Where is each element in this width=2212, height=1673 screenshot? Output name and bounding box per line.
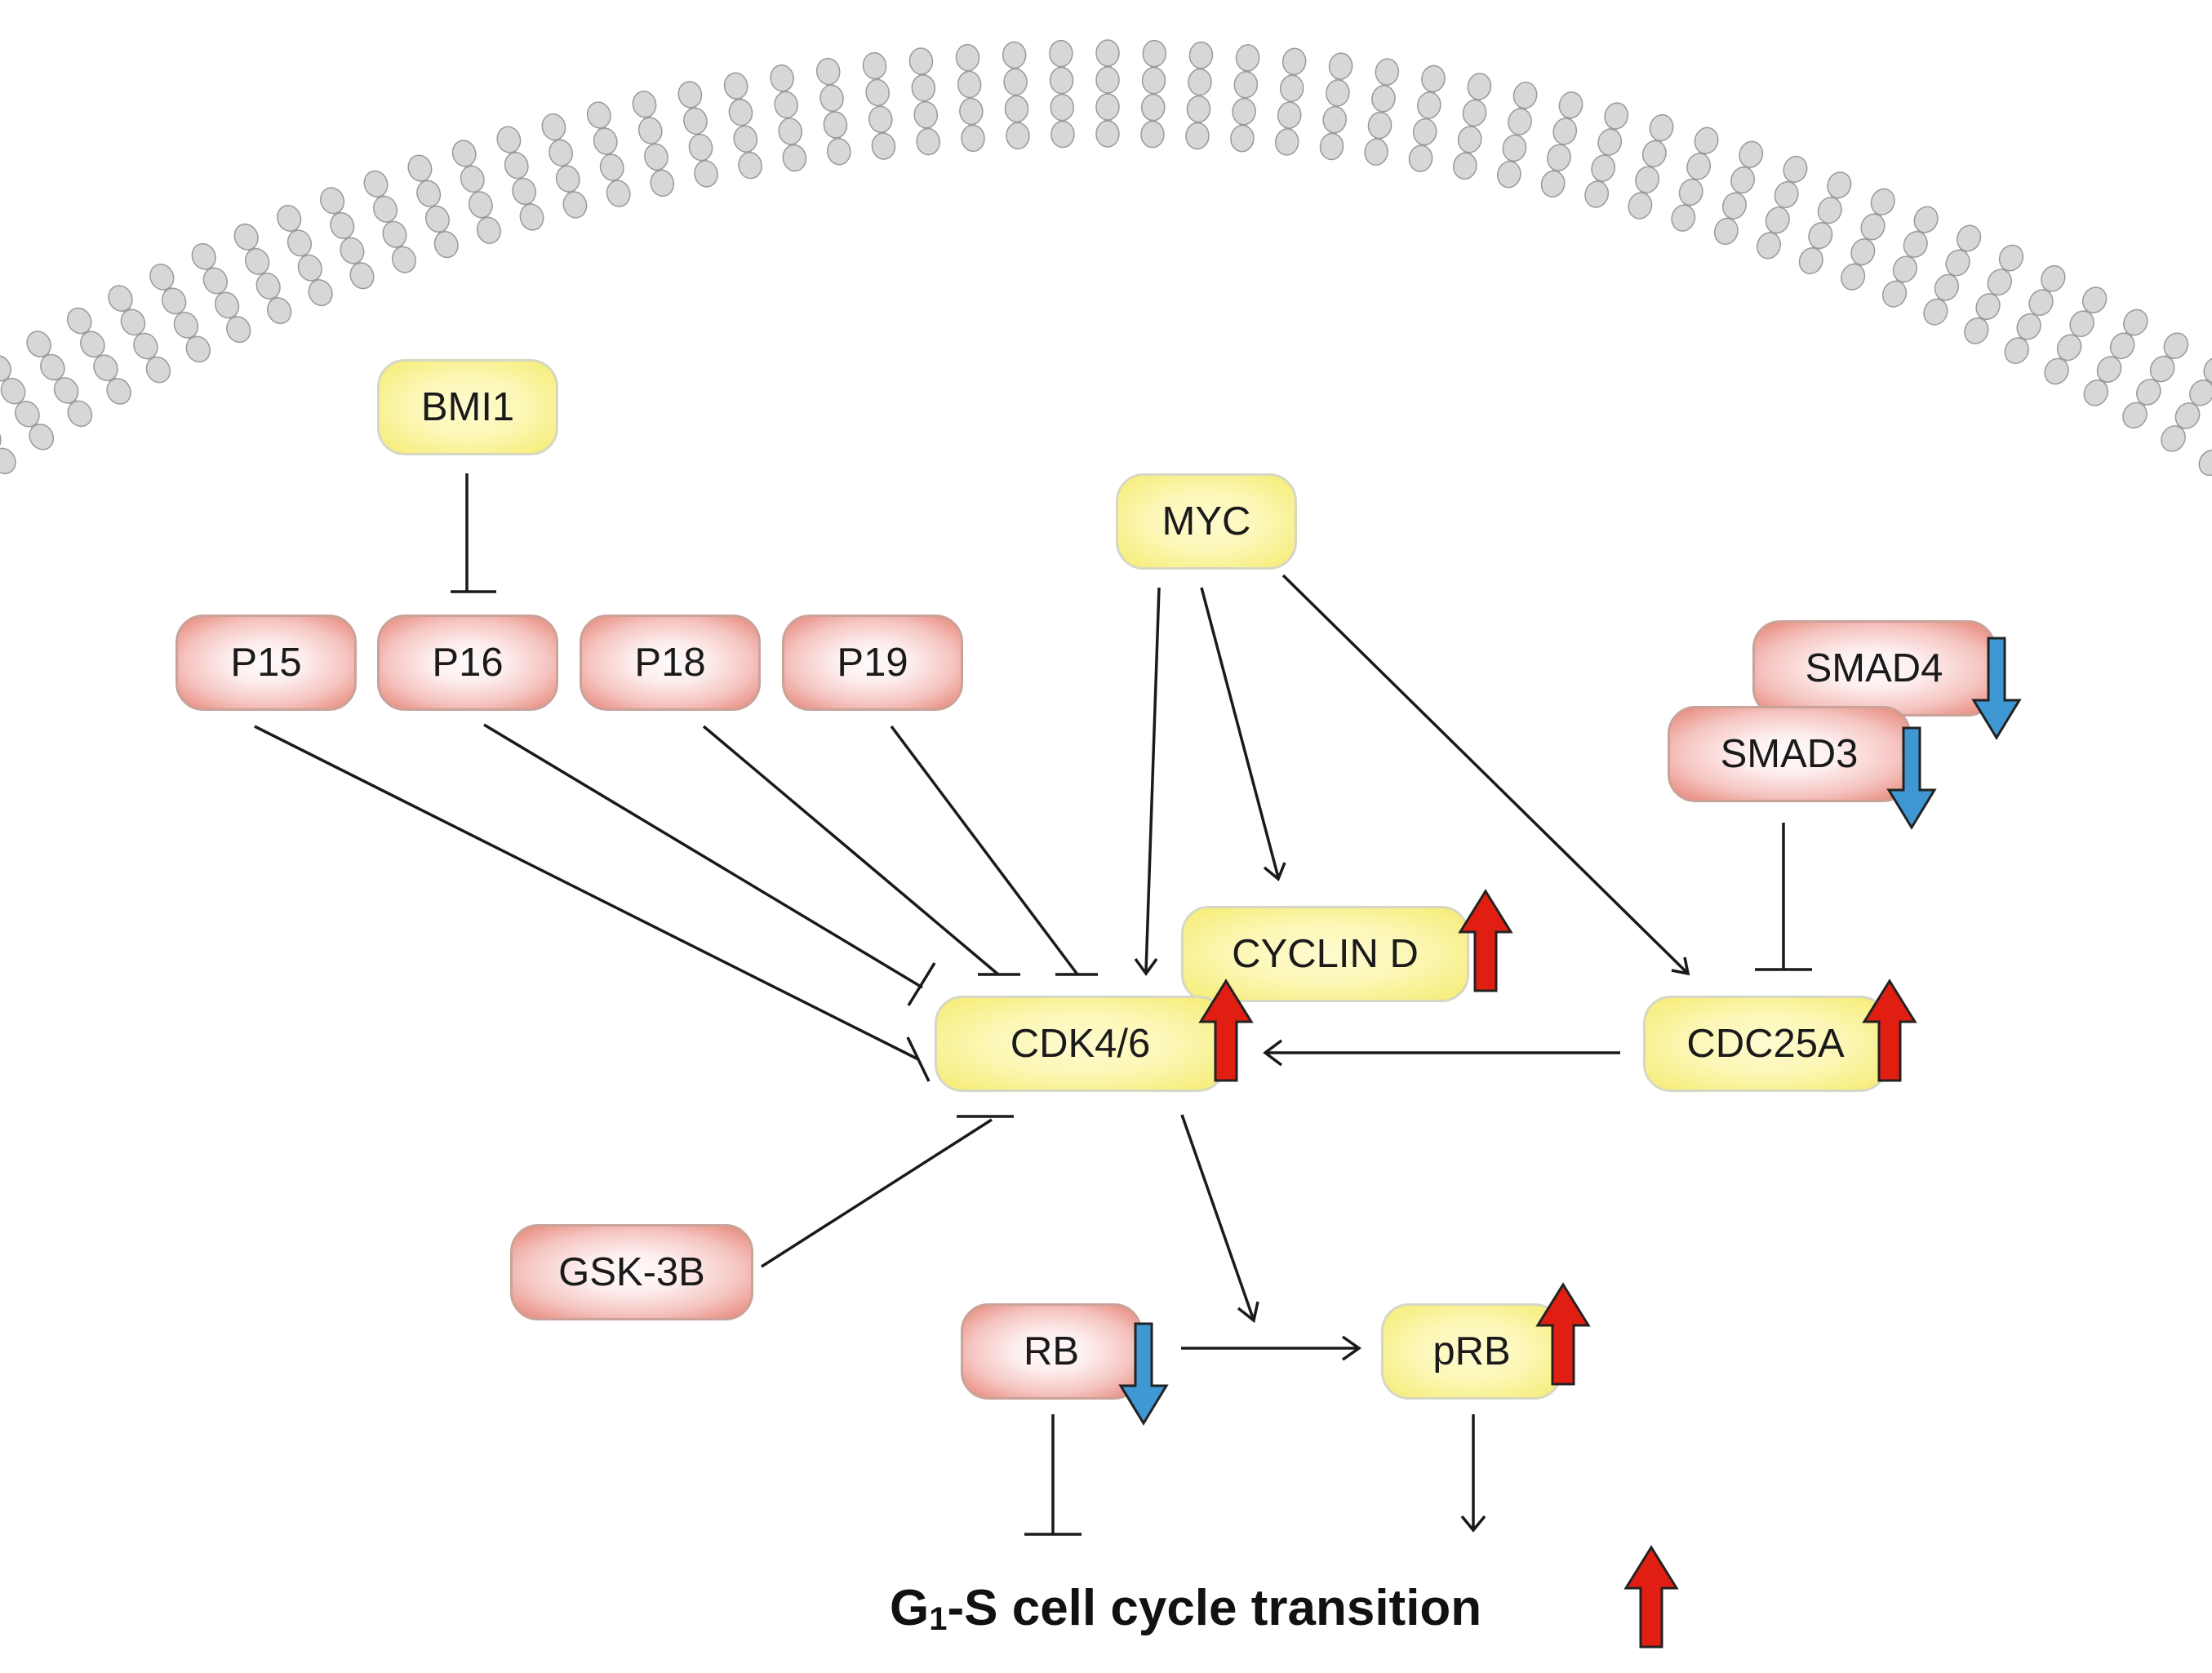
node-p18: P18 [580,615,761,711]
node-gsk3b: GSK-3B [510,1224,753,1320]
up-arrow-icon [1458,889,1513,992]
edge-p16-inhibits-cdk46 [483,723,936,1006]
edge-p18-inhibits-cdk46 [702,725,1020,976]
up-arrow-shape [1623,1545,1679,1649]
edge-p19-inhibits-cdk46 [890,725,1098,976]
node-cdk46: CDK4/6 [935,996,1226,1092]
up-arrow-icon [1535,1282,1591,1386]
edge-cdc25a-activates-cdk46 [1263,1039,1620,1067]
edge-rb-inhibits-g1s [1024,1414,1082,1536]
node-bmi1: BMI1 [377,359,558,455]
edge-gsk3b-inhibits-cdk46 [761,1115,1014,1268]
up-arrow-icon [1623,1545,1679,1649]
node-p15: P15 [175,615,357,711]
edge-myc-activates-cyclin-d [1200,587,1286,881]
up-arrow-shape [1458,889,1513,992]
up-arrow-icon [1862,979,1917,1082]
g1-s-transition-label: G1-S cell cycle transition [890,1580,1482,1637]
edge-p15-inhibits-cdk46 [254,725,931,1082]
node-smad3: SMAD3 [1668,706,1911,802]
edge-myc-activates-cdc25a [1281,574,1690,976]
node-rb: RB [961,1303,1142,1400]
node-smad4: SMAD4 [1752,620,1996,717]
edge-bmi1-inhibits-p16 [451,473,496,593]
down-arrow-icon [1886,726,1937,830]
up-arrow-shape [1198,979,1254,1082]
down-arrow-icon [1971,637,2022,740]
down-arrow-shape [1971,637,2022,740]
edge-smad3-inhibits-cdc25a [1755,823,1812,971]
node-cdc25a: CDC25A [1643,996,1888,1092]
down-arrow-icon [1118,1322,1169,1426]
down-arrow-shape [1118,1322,1169,1426]
edge-cdk46-to-rb-conversion [1180,1114,1259,1324]
node-myc: MYC [1116,473,1297,570]
edge-myc-activates-cdk46 [1134,587,1161,976]
edge-prb-activates-g1s [1460,1414,1486,1533]
up-arrow-shape [1535,1282,1591,1386]
node-p19: P19 [782,615,963,711]
edge-rb-to-prb [1181,1335,1362,1361]
up-arrow-shape [1862,979,1917,1082]
down-arrow-shape [1886,726,1937,830]
up-arrow-icon [1198,979,1254,1082]
node-p16: P16 [377,615,558,711]
node-prb: pRB [1381,1303,1562,1400]
